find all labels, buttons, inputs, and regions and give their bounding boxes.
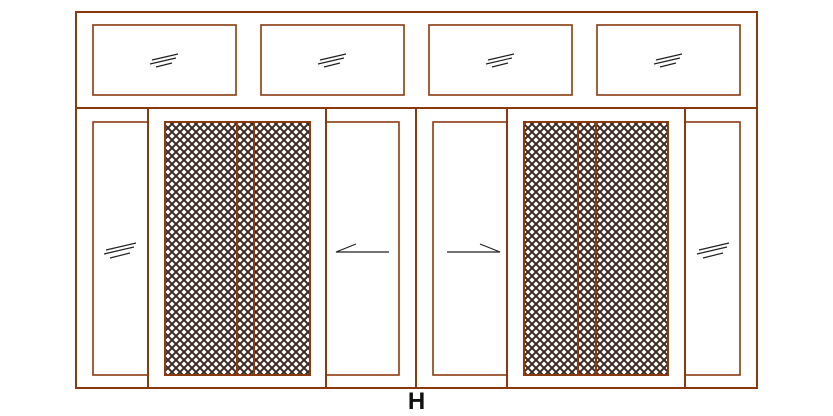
dimension-label: H [407, 388, 426, 415]
top-panel-4 [596, 24, 741, 96]
glass-hatch-icon [485, 53, 515, 68]
arrow-right-icon [447, 243, 501, 253]
top-panel-3 [428, 24, 573, 96]
top-panel-2 [260, 24, 405, 96]
mesh-screen-left [164, 121, 311, 376]
bottom-panel-sliding-left [325, 121, 400, 376]
bottom-right-section [432, 107, 741, 389]
top-panel-1 [92, 24, 237, 96]
mesh-screen-right [523, 121, 669, 376]
bottom-panel-fixed-left [92, 121, 149, 376]
bottom-panel-sliding-right [432, 121, 508, 376]
glass-hatch-icon [103, 242, 137, 259]
glass-hatch-icon [696, 242, 730, 259]
bottom-panel-fixed-right [684, 121, 741, 376]
top-transom-row [92, 24, 741, 96]
glass-hatch-icon [149, 53, 179, 68]
glass-hatch-icon [653, 53, 683, 68]
glass-hatch-icon [317, 53, 347, 68]
bottom-left-section [92, 107, 400, 389]
arrow-left-icon [335, 243, 389, 253]
